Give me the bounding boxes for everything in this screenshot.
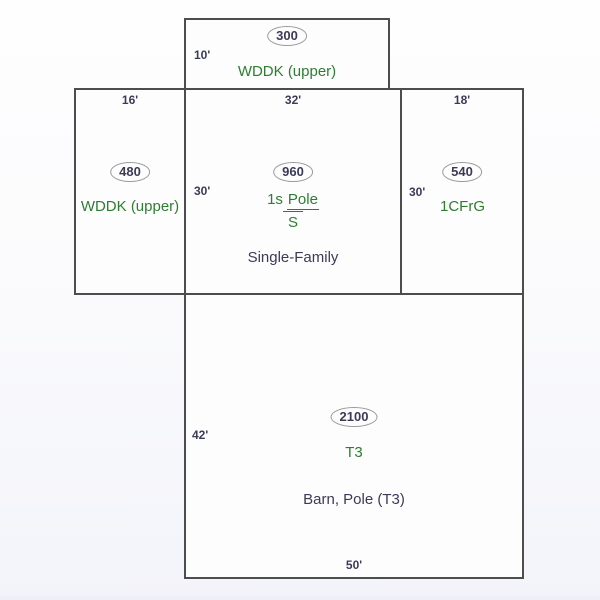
area-description: Barn, Pole (T3) bbox=[303, 491, 405, 508]
dimension-label-top: 18' bbox=[453, 93, 471, 107]
area-use-label: 1CFrG bbox=[440, 198, 485, 215]
area-size-badge: 2100 bbox=[330, 407, 378, 427]
dimension-label-bottom: 50' bbox=[345, 558, 363, 572]
background-bottom-strip bbox=[0, 596, 600, 600]
area-size-badge: 480 bbox=[110, 162, 150, 182]
dimension-label-left: 10' bbox=[194, 48, 211, 62]
area-box-upper-deck-left[interactable]: 16' 480 WDDK (upper) bbox=[74, 88, 186, 295]
area-use-label: WDDK (upper) bbox=[237, 63, 337, 80]
area-box-garage[interactable]: 18' 540 30' 1CFrG bbox=[400, 88, 524, 295]
dimension-label-top: 16' bbox=[121, 93, 139, 107]
dimension-label-top: 32' bbox=[284, 93, 302, 107]
dimension-label-left: 30' bbox=[194, 184, 211, 198]
area-size-badge: 540 bbox=[442, 162, 482, 182]
area-box-upper-deck-top[interactable]: 300 10' WDDK (upper) bbox=[184, 18, 390, 90]
story-construction: Pole bbox=[286, 191, 319, 210]
foundation-label: S bbox=[282, 211, 304, 231]
area-use-label: WDDK (upper) bbox=[80, 198, 180, 215]
dimension-label-left: 42' bbox=[192, 428, 209, 442]
dimension-label-left: 30' bbox=[409, 185, 426, 199]
area-description: Single-Family bbox=[247, 249, 339, 266]
area-size-badge: 960 bbox=[273, 162, 313, 182]
area-box-barn[interactable]: 2100 42' T3 Barn, Pole (T3) 50' bbox=[184, 293, 524, 579]
area-use-label: T3 bbox=[345, 444, 363, 461]
area-size-badge: 300 bbox=[267, 26, 307, 46]
story-count: 1s bbox=[267, 191, 283, 208]
